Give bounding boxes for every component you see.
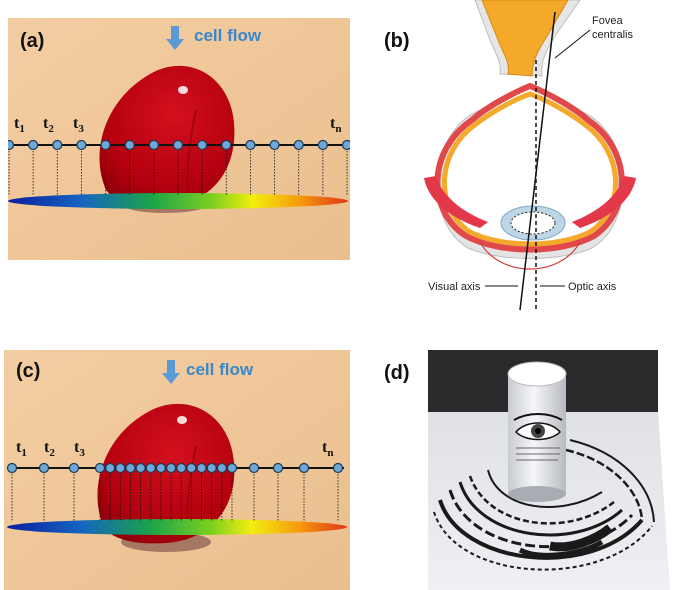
cylinder-base xyxy=(508,486,566,502)
lens-nucleus xyxy=(510,211,556,235)
flow-arrow-icon xyxy=(166,26,184,50)
sample-point xyxy=(332,462,344,474)
visual-axis-line xyxy=(519,11,556,311)
sample-point xyxy=(248,462,260,474)
sample-point xyxy=(216,462,227,474)
anamorphic-eye-photo xyxy=(370,350,680,590)
iris xyxy=(477,238,583,251)
anamorphic-print xyxy=(433,439,655,571)
time-label-t1: t1 xyxy=(14,115,25,135)
reflected-eye-icon xyxy=(513,413,563,461)
sample-point xyxy=(76,139,87,151)
sample-point xyxy=(155,462,167,474)
sample-point xyxy=(52,139,63,151)
time-label-t3: t3 xyxy=(73,115,84,135)
sample-point xyxy=(298,462,310,474)
panel-c: t1 t2 t3 tn (c) cell flow xyxy=(4,350,350,590)
panel-a-graphic: t1 t2 t3 tn xyxy=(8,18,350,260)
sample-point xyxy=(8,139,15,151)
optic-axis-label: Optic axis xyxy=(568,281,617,293)
cornea xyxy=(479,241,581,270)
panel-d: (d) xyxy=(370,350,680,590)
sample-point xyxy=(38,462,50,474)
panel-d-label: (d) xyxy=(384,362,410,384)
sample-point xyxy=(165,462,177,474)
panel-b-label: (b) xyxy=(384,30,410,52)
panel-a-label: (a) xyxy=(20,30,45,52)
sample-point xyxy=(94,462,106,474)
sample-point xyxy=(196,462,207,474)
flow-arrow-icon xyxy=(162,360,180,384)
sample-point xyxy=(115,462,126,474)
red-blood-cell xyxy=(97,403,235,544)
sampling-points xyxy=(8,139,350,196)
sample-point xyxy=(124,139,135,151)
sample-point xyxy=(206,462,217,474)
spectrum-bar xyxy=(7,519,347,535)
sample-point xyxy=(197,139,208,151)
sample-point xyxy=(176,462,187,474)
cell-highlight xyxy=(178,86,188,94)
cell-highlight xyxy=(177,416,187,424)
sample-point xyxy=(135,462,146,474)
sample-point xyxy=(145,462,156,474)
sample-point xyxy=(269,139,280,151)
sample-point xyxy=(148,139,159,151)
sampling-points xyxy=(6,462,344,522)
fovea-label-line2: centralis xyxy=(592,29,633,41)
red-blood-cell xyxy=(99,65,235,207)
time-label-t2: t2 xyxy=(43,115,54,135)
sample-point xyxy=(341,139,350,151)
cell-crease xyxy=(186,109,197,197)
ciliary-body-left xyxy=(424,176,488,228)
eye-diagram: Fovea centralis Visual axis Optic axis xyxy=(370,0,688,318)
visual-axis-label: Visual axis xyxy=(428,281,481,293)
panel-b: Fovea centralis Visual axis Optic axis (… xyxy=(370,0,688,318)
sample-point xyxy=(6,462,18,474)
sample-point xyxy=(172,139,184,151)
sample-point xyxy=(186,462,197,474)
sample-point xyxy=(293,139,304,151)
sample-point xyxy=(226,462,238,474)
ciliary-body-right xyxy=(572,176,636,228)
cell-flow-label: cell flow xyxy=(194,26,262,45)
sample-point xyxy=(100,139,111,151)
cell-flow-label: cell flow xyxy=(186,360,254,379)
sample-point xyxy=(28,139,39,151)
time-label-t2: t2 xyxy=(44,439,55,459)
fovea-pointer xyxy=(554,29,591,59)
time-label-tn: tn xyxy=(322,439,333,459)
time-label-tn: tn xyxy=(330,115,341,135)
optic-nerve xyxy=(481,0,569,77)
panel-c-label: (c) xyxy=(16,360,41,382)
sample-point xyxy=(272,462,284,474)
sample-point xyxy=(105,462,116,474)
time-label-t3: t3 xyxy=(74,439,85,459)
fovea-label-line1: Fovea xyxy=(592,15,623,27)
time-label-t1: t1 xyxy=(16,439,27,459)
spectrum-bar xyxy=(8,193,348,209)
sample-point xyxy=(68,462,80,474)
sample-point xyxy=(125,462,136,474)
panel-c-graphic: t1 t2 t3 tn xyxy=(4,350,350,590)
cylinder-top xyxy=(507,361,567,387)
sample-point xyxy=(221,139,232,151)
sample-point xyxy=(317,139,328,151)
choroid xyxy=(434,82,625,253)
sample-point xyxy=(245,139,256,151)
panel-a: t1 t2 t3 tn (a) cell flow xyxy=(8,18,350,260)
